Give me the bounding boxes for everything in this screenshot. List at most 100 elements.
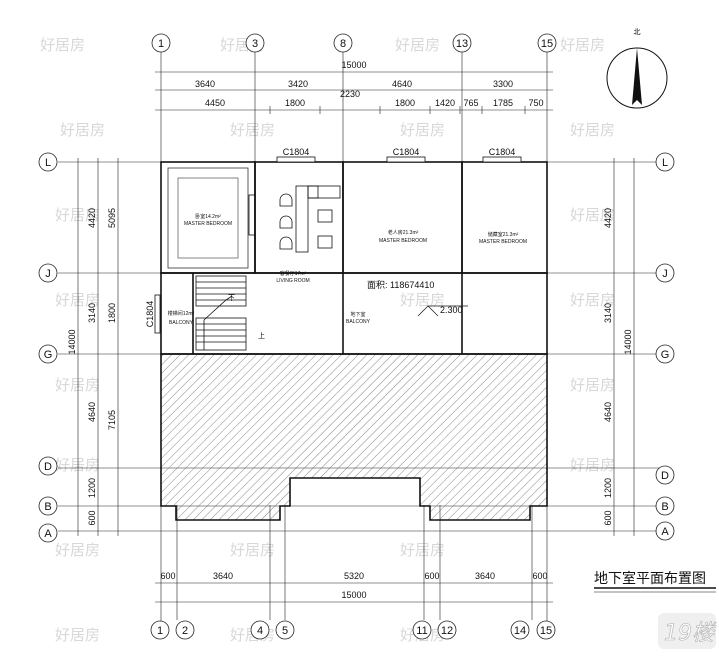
living-label: 客餐厅17m² [280, 270, 307, 277]
dimension-label: 4420 [603, 208, 613, 228]
dimension-label: 600 [87, 510, 97, 525]
drawing-title: 地下室平面布置图 [594, 570, 706, 587]
dimension-label: 15000 [341, 590, 366, 600]
room-area: 17m² [295, 271, 307, 277]
dimension-label: 2230 [340, 89, 360, 99]
dimension-label: 1800 [285, 98, 305, 108]
axis-label: 3 [252, 38, 258, 50]
dimension-label: 4420 [87, 208, 97, 228]
watermark: 好居房 [230, 541, 275, 559]
dimension-label: 3640 [195, 79, 215, 89]
dimension-label: 3640 [213, 571, 233, 581]
axis-label: G [661, 349, 670, 361]
right-axis-bubbles: L J G D B A [655, 152, 675, 541]
left-axis-bubbles: L J G D B A [38, 152, 58, 543]
room-name: 老人房 [388, 229, 403, 236]
bedroom-carpet [177, 177, 239, 259]
room-area: 12m² [183, 311, 195, 317]
room-name: 储藏室 [488, 231, 503, 238]
staircase [195, 275, 247, 351]
dining-furniture [248, 185, 341, 253]
stair-up-label: 上 [258, 331, 265, 340]
dimension-label: 4640 [603, 402, 613, 422]
hatched-terrace-area [160, 353, 548, 521]
room-area: 14.2m² [205, 214, 221, 220]
stair-down-label: 下 [228, 294, 235, 302]
axis-label: D [661, 470, 669, 482]
logo-text: 19楼 [664, 621, 717, 646]
dimension-label: 5095 [107, 208, 117, 228]
dimension-label: 600 [603, 510, 613, 525]
axis-label: G [44, 349, 53, 361]
dimension-label: 3140 [87, 303, 97, 323]
bottom-dimension-lines [155, 582, 553, 603]
watermark: 好居房 [570, 291, 615, 309]
axis-label: 13 [456, 38, 468, 50]
dimension-label: 1800 [107, 303, 117, 323]
dimension-label: 1800 [395, 98, 415, 108]
dimension-label: 600 [160, 571, 175, 581]
dimension-label: 14000 [623, 329, 633, 354]
watermark: 好居房 [400, 121, 445, 139]
watermark: 好居房 [55, 376, 100, 394]
watermark: 好居房 [55, 206, 100, 224]
axis-label: 14 [514, 625, 526, 637]
dimension-label: 4640 [87, 402, 97, 422]
axis-label: A [44, 528, 52, 540]
window-label: C1804 [393, 147, 420, 157]
bedroom-inner-outline [167, 167, 249, 269]
window-label: C1804 [283, 147, 310, 157]
top-axis-bubbles: 1 3 8 13 15 [151, 33, 557, 53]
stair-en-label: BALCONY [169, 320, 194, 326]
axis-label: 15 [541, 38, 553, 50]
room-name: 客餐厅 [280, 270, 295, 277]
watermark: 好居房 [400, 541, 445, 559]
axis-label: 2 [182, 625, 188, 637]
watermark: 好居房 [570, 121, 615, 139]
bedroom2-label: 老人房21.3m² [388, 229, 419, 236]
windows: C1804 C1804 C1804 C1804 [145, 147, 522, 334]
dimension-label: 1200 [603, 478, 613, 498]
watermark: 好居房 [55, 456, 100, 474]
north-label: 北 [634, 28, 641, 36]
room-area: 21.3m² [403, 230, 419, 236]
living-en-label: LIVING ROOM [276, 278, 309, 284]
room-name: 卧室 [195, 213, 205, 220]
watermarks: 好居房 好居房 好居房 好居房 好居房 好居房 好居房 好居房 好居房 好居房 … [40, 36, 615, 644]
axis-label: 1 [158, 38, 164, 50]
dimension-label: 1420 [435, 98, 455, 108]
bedroom1-label: 卧室14.2m² [195, 213, 221, 220]
watermark: 好居房 [560, 36, 605, 54]
axis-label: 4 [257, 625, 263, 637]
terrace-en-label: BALCONY [346, 319, 371, 325]
stair-room-label: 楼梯间12m² [168, 310, 195, 317]
bedroom2-en-label: MASTER BEDROOM [379, 238, 427, 244]
bottom-axis-bubbles: 1 2 4 5 11 12 14 15 [150, 620, 556, 640]
axis-label: 8 [340, 38, 346, 50]
level-mark: 2.300 [417, 305, 468, 317]
window-label: C1804 [145, 301, 155, 328]
north-arrow: 北 [606, 28, 668, 109]
axis-label: B [44, 501, 51, 513]
dimension-label: 1200 [87, 478, 97, 498]
dimension-label: 750 [528, 98, 543, 108]
watermark: 好居房 [230, 121, 275, 139]
axis-label: 1 [157, 625, 163, 637]
drawing-title-block: 地下室平面布置图 [594, 570, 716, 593]
axis-label: J [45, 268, 51, 280]
bedroom3-label: 储藏室21.3m² [488, 231, 519, 238]
bedroom3-en-label: MASTER BEDROOM [479, 239, 527, 245]
axis-label: 12 [441, 625, 453, 637]
dimension-label: 3420 [288, 79, 308, 89]
watermark: 好居房 [60, 121, 105, 139]
watermark: 好居房 [395, 36, 440, 54]
left-dimension-lines [77, 158, 119, 536]
bedroom1-en-label: MASTER BEDROOM [184, 221, 232, 227]
dimension-label: 15000 [341, 60, 366, 70]
watermark: 好居房 [400, 291, 445, 309]
watermark: 好居房 [570, 376, 615, 394]
right-dimension-lines [613, 158, 635, 536]
axis-label: 15 [540, 625, 552, 637]
axis-label: B [661, 501, 668, 513]
